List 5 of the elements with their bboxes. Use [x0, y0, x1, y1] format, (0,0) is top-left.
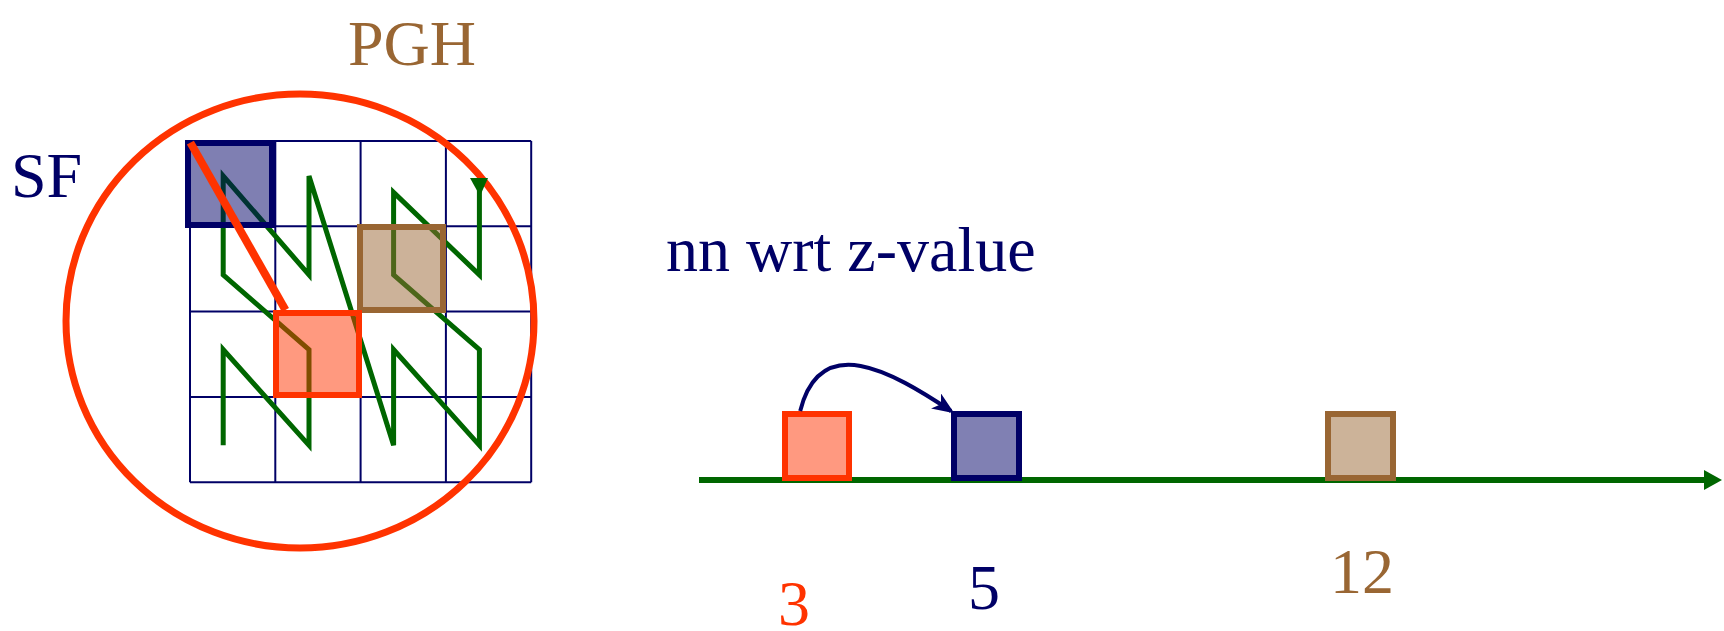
z-value-label: 12 — [1330, 540, 1394, 604]
z-value-label: 5 — [968, 556, 1000, 620]
region-label: SF — [11, 144, 83, 208]
region-label: PGH — [348, 12, 477, 76]
z-value-label: 3 — [778, 572, 810, 631]
